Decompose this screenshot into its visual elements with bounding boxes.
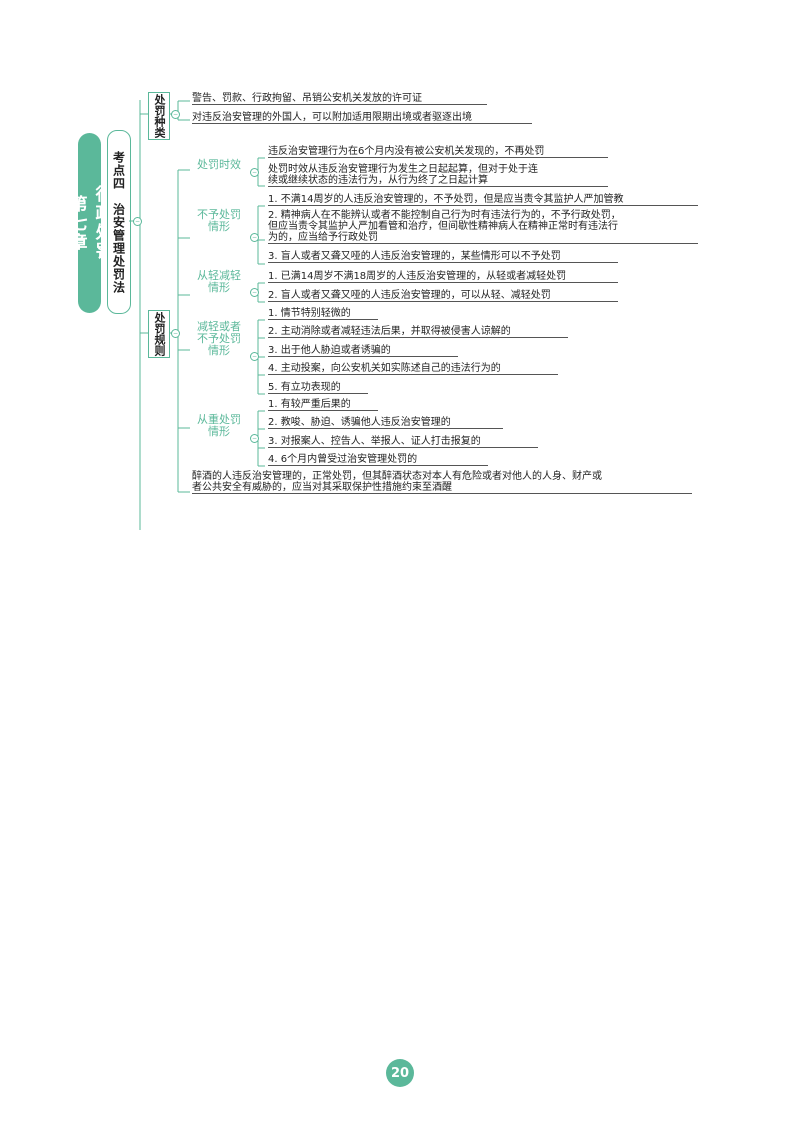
group-label-heavier: 从重处罚情形 (197, 413, 241, 438)
chapter-number: 第七章 (66, 194, 87, 252)
collapse-toggle-icon[interactable]: − (250, 168, 259, 177)
leaf-item: 5. 有立功表现的 (268, 382, 368, 394)
collapse-toggle-icon[interactable]: − (250, 288, 259, 297)
group-label-time-limit: 处罚时效 (197, 158, 241, 171)
page-number-badge: 20 (386, 1059, 414, 1087)
leaf-item: 3. 对报案人、控告人、举报人、证人打击报复的 (268, 436, 538, 448)
leaf-item: 1. 有较严重后果的 (268, 399, 378, 411)
page-number: 20 (390, 1065, 410, 1081)
leaf-item: 2. 教唆、胁迫、诱骗他人违反治安管理的 (268, 417, 503, 429)
leaf-item: 4. 6个月内曾受过治安管理处罚的 (268, 454, 488, 466)
leaf-item: 违反治安管理行为在6个月内没有被公安机关发现的，不再处罚 (268, 146, 608, 158)
leaf-item: 1. 不满14周岁的人违反治安管理的，不予处罚，但是应当责令其监护人严加管教 (268, 194, 698, 206)
leaf-item: 1. 情节特别轻微的 (268, 308, 378, 320)
leaf-item: 处罚时效从违反治安管理行为发生之日起起算，但对于处于连续或继续状态的违法行为，从… (268, 164, 608, 187)
collapse-toggle-icon[interactable]: − (133, 217, 142, 226)
topic-title: 考点四 治安管理处罚法 (111, 150, 126, 294)
leaf-item: 3. 盲人或者又聋又哑的人违反治安管理的，某些情形可以不予处罚 (268, 251, 618, 263)
leaf-item: 对违反治安管理的外国人，可以附加适用限期出境或者驱逐出境 (192, 112, 532, 124)
leaf-item: 2. 盲人或者又聋又哑的人违反治安管理的，可以从轻、减轻处罚 (268, 290, 618, 302)
leaf-drunk-rule: 醉酒的人违反治安管理的，正常处罚，但其醉酒状态对本人有危险或者对他人的人身、财产… (192, 471, 692, 494)
leaf-item: 警告、罚款、行政拘留、吊销公安机关发放的许可证 (192, 93, 487, 105)
leaf-item: 3. 出于他人胁迫或者诱骗的 (268, 345, 458, 357)
group-label-no-penalty: 不予处罚情形 (197, 208, 241, 233)
category-label: 处罚种类 (153, 94, 166, 138)
leaf-item: 4. 主动投案，向公安机关如实陈述自己的违法行为的 (268, 363, 558, 375)
collapse-toggle-icon[interactable]: − (171, 329, 180, 338)
collapse-toggle-icon[interactable]: − (250, 233, 259, 242)
chapter-name: 行政处罚 (91, 185, 112, 261)
collapse-toggle-icon[interactable]: − (250, 352, 259, 361)
group-label-mitigate: 减轻或者不予处罚情形 (197, 320, 241, 357)
topic-box: 考点四 治安管理处罚法 (107, 130, 131, 314)
category-penalty-types: 处罚种类 (148, 92, 170, 140)
chapter-title-pill: 第七章 行政处罚 (67, 133, 112, 313)
leaf-item: 2. 主动消除或者减轻违法后果，并取得被侵害人谅解的 (268, 326, 568, 338)
leaf-item: 2. 精神病人在不能辨认或者不能控制自己行为时有违法行为的，不予行政处罚，但应当… (268, 210, 698, 244)
category-penalty-rules: 处罚规则 (148, 310, 170, 358)
group-label-lighter: 从轻减轻情形 (197, 269, 241, 294)
leaf-item: 1. 已满14周岁不满18周岁的人违反治安管理的，从轻或者减轻处罚 (268, 271, 618, 283)
collapse-toggle-icon[interactable]: − (171, 110, 180, 119)
collapse-toggle-icon[interactable]: − (250, 434, 259, 443)
category-label: 处罚规则 (153, 312, 166, 356)
